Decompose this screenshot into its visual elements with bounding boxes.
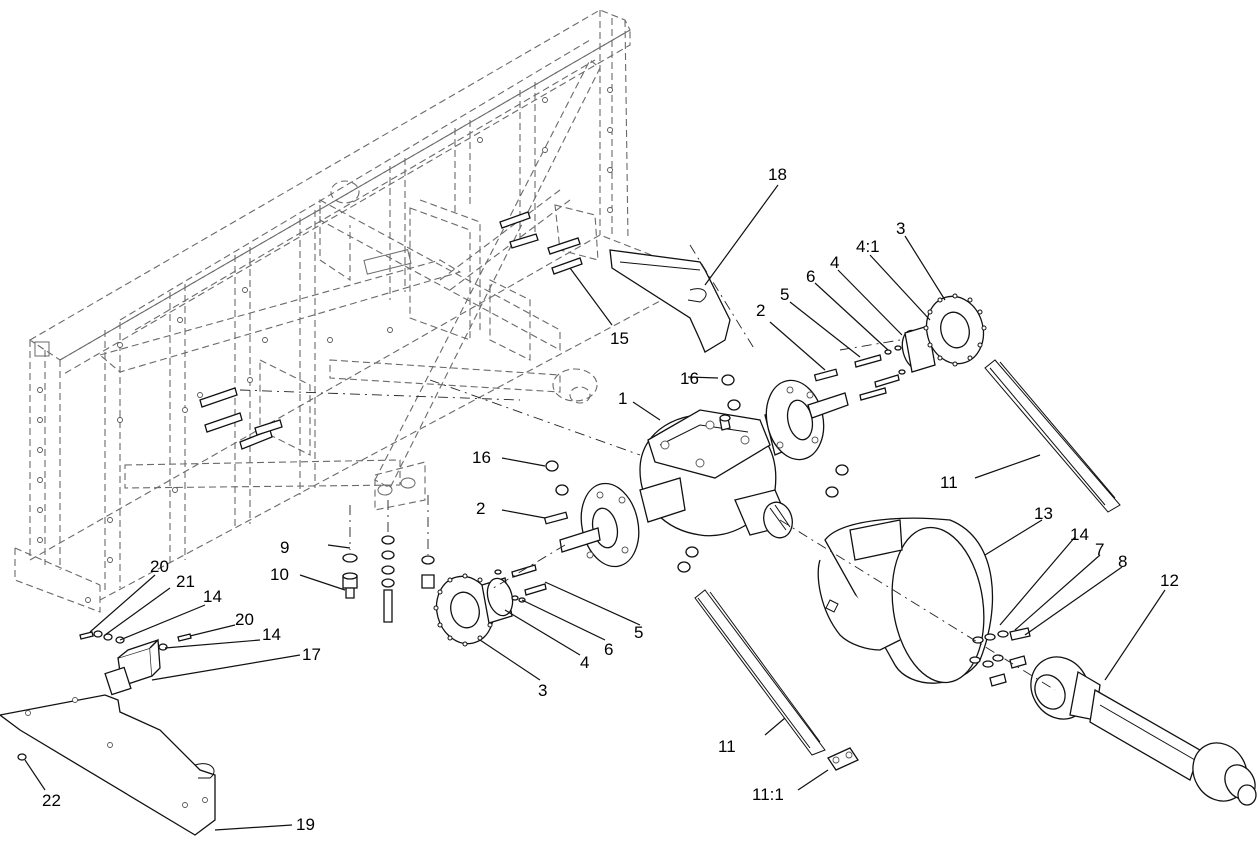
keys [543,368,839,525]
callout-14-right: 14 [1070,525,1089,544]
leader-lines [24,184,1166,831]
frame-bolts [199,211,583,450]
callout-20-right: 20 [235,610,254,629]
callout-19: 19 [296,815,315,834]
center-lines [239,244,1056,691]
callout-3-right: 3 [896,219,905,238]
connector-link [827,747,859,771]
callout-18: 18 [768,165,787,184]
hardware-left [79,630,192,651]
callout-3-left: 3 [538,681,547,700]
callout-2-left: 2 [476,499,485,518]
bottom-plate-left [0,694,216,836]
pto-shaft [1030,656,1257,806]
callout-11-right: 11 [940,473,958,492]
callout-4-right: 4 [830,253,839,272]
hub-sprocket-right [854,293,987,401]
sprocket-teeth-right [923,293,987,367]
screw-22 [17,753,27,761]
washers-right [969,627,1031,687]
callout-9: 9 [280,538,289,557]
nuts [545,374,849,573]
callout-22: 22 [42,791,61,810]
callout-12: 12 [1160,571,1179,590]
callout-labels: 18 15 1 16 16 2 2 5 6 4 4:1 3 11 13 14 7… [42,165,1179,834]
callout-6-right: 6 [806,267,815,286]
callout-15: 15 [610,329,629,348]
callout-17: 17 [302,645,321,664]
callout-11-1: 11:1 [752,785,784,804]
callout-13: 13 [1034,504,1053,523]
callout-6-left: 6 [604,640,613,659]
callout-4-1: 4:1 [856,237,880,256]
callout-16-top: 16 [680,369,699,388]
callout-14-left-bottom: 14 [262,625,281,644]
callout-5-right: 5 [780,285,789,304]
chain-right [984,359,1121,513]
callout-1: 1 [618,389,627,408]
callout-4-left: 4 [580,653,589,672]
callout-7: 7 [1095,540,1104,559]
callout-14-left-top: 14 [203,587,222,606]
callout-8: 8 [1118,552,1127,571]
callout-21: 21 [176,572,195,591]
hub-sprocket-left [433,564,547,647]
callout-5-left: 5 [634,623,643,642]
washers-bolts-center [342,495,435,623]
callout-20-left: 20 [150,557,169,576]
callout-10: 10 [270,565,289,584]
shield-13 [817,517,994,684]
bracket-17 [104,638,161,696]
gearbox [559,379,849,568]
callout-2-right: 2 [756,301,765,320]
frame-holes [37,87,668,603]
callout-11-left: 11 [718,737,736,756]
callout-16-left: 16 [472,448,491,467]
chain-left [694,589,826,756]
